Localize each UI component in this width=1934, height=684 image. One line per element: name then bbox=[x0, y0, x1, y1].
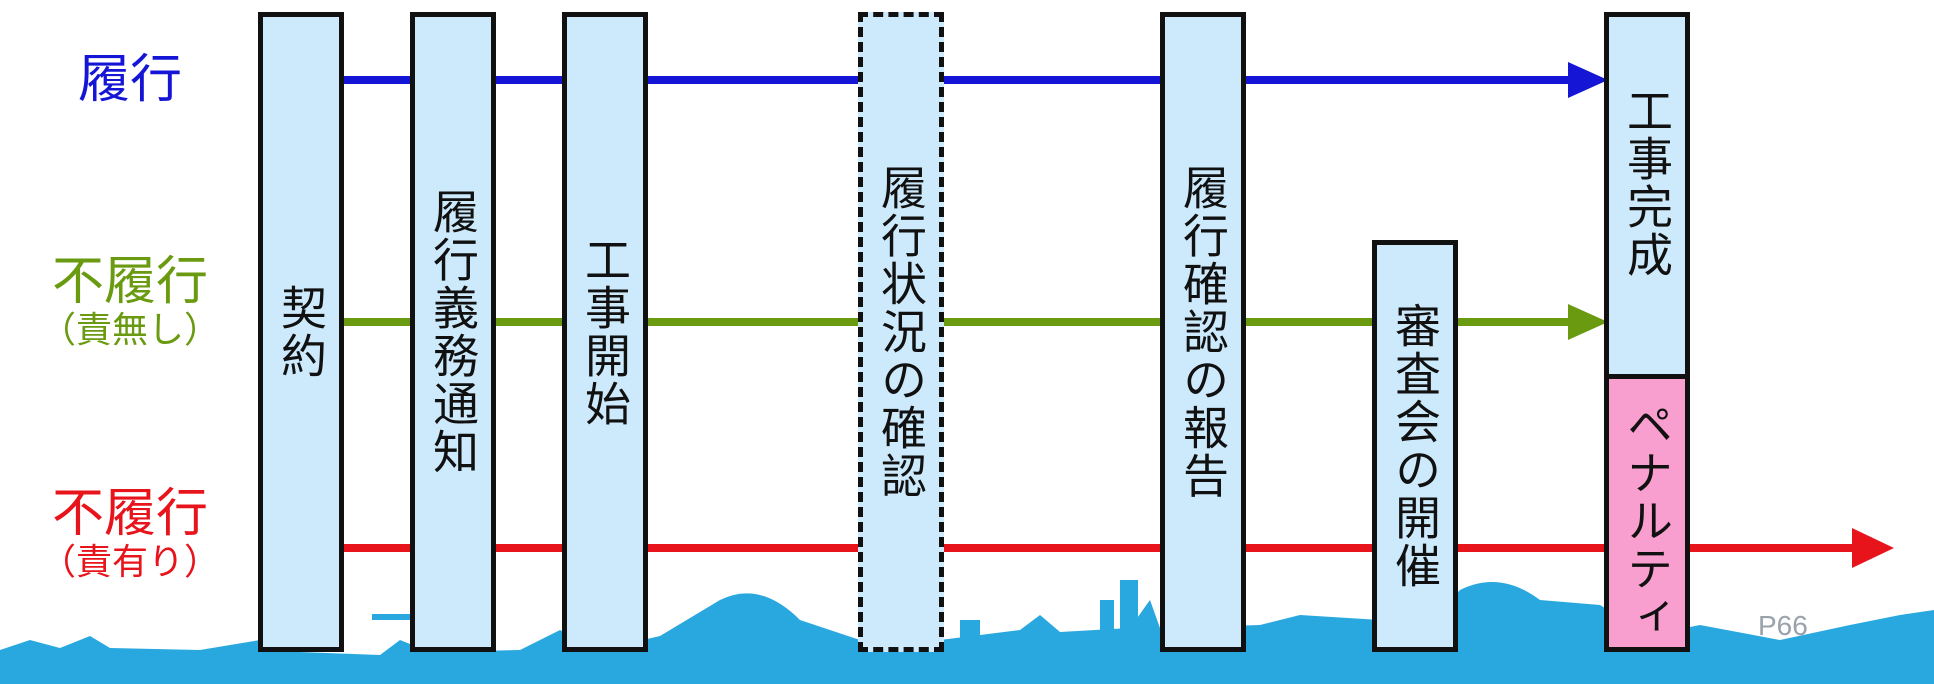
outcome-label-penalty: ペナルティ bbox=[1620, 401, 1674, 641]
row-label-non-fulfilled-fault: 不履行 （責有り） bbox=[30, 484, 230, 584]
row-label-sub: （責無し） bbox=[39, 310, 220, 352]
step-box-construction-start: 工事開始 bbox=[562, 12, 648, 652]
outcome-label-completion: 工事完成 bbox=[1620, 87, 1674, 279]
step-box-review-meeting: 審査会の開催 bbox=[1372, 240, 1458, 652]
step-label: 履行確認の報告 bbox=[1176, 164, 1230, 500]
step-box-obligation-notice: 履行義務通知 bbox=[410, 12, 496, 652]
step-box-contract: 契約 bbox=[258, 12, 344, 652]
outcome-box-penalty: ペナルティ bbox=[1604, 374, 1690, 652]
page-number: P66 bbox=[1758, 610, 1808, 641]
step-box-status-check: 履行状況の確認 bbox=[858, 12, 944, 652]
step-label: 工事開始 bbox=[578, 236, 632, 428]
row-label-fulfilled: 履行 bbox=[55, 50, 205, 110]
step-label: 審査会の開催 bbox=[1388, 302, 1442, 590]
row-label-sub: （責有り） bbox=[39, 542, 220, 584]
outcome-box-completion: 工事完成 bbox=[1604, 12, 1690, 380]
row-label-main: 不履行 bbox=[51, 252, 208, 312]
step-label: 履行義務通知 bbox=[426, 188, 480, 476]
arrowhead-non-fulfilled-no-fault bbox=[1568, 304, 1608, 340]
step-label: 履行状況の確認 bbox=[874, 164, 928, 500]
row-label-main: 不履行 bbox=[51, 484, 208, 544]
row-label-main: 履行 bbox=[77, 50, 182, 110]
step-box-confirmation-report: 履行確認の報告 bbox=[1160, 12, 1246, 652]
row-label-non-fulfilled-no-fault: 不履行 （責無し） bbox=[30, 252, 230, 352]
arrowhead-non-fulfilled-fault bbox=[1852, 528, 1894, 568]
step-label: 契約 bbox=[274, 284, 328, 380]
arrowhead-fulfilled bbox=[1568, 62, 1608, 98]
